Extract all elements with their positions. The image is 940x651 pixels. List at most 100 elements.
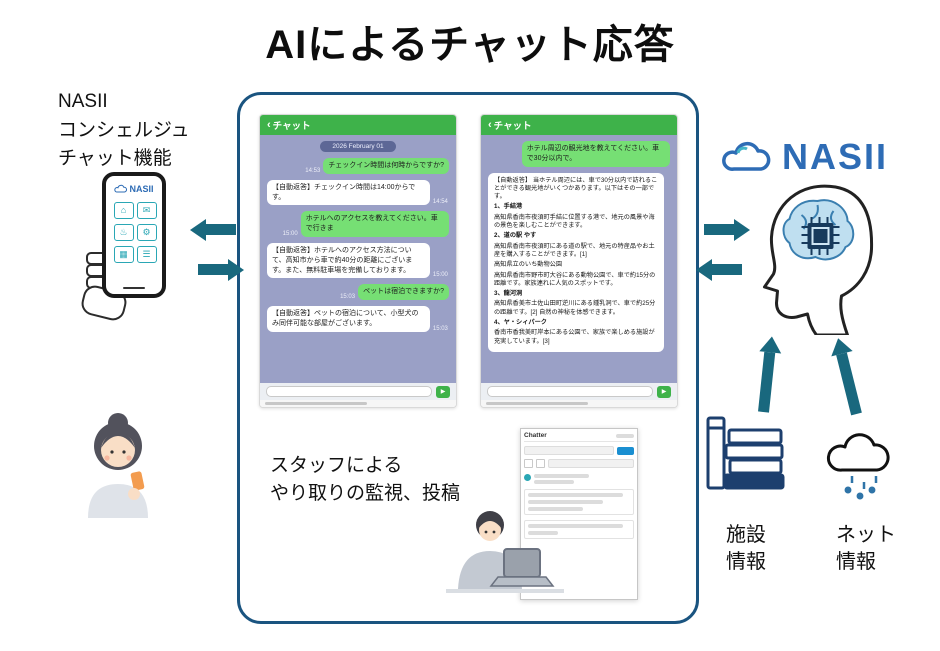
admin-text-placeholder xyxy=(528,531,558,535)
page-title: AIによるチャット応答 xyxy=(265,23,675,67)
message-time: 14:54 xyxy=(432,199,448,206)
rain-cloud-icon xyxy=(827,433,890,500)
left-feature-label-line: チャット機能 xyxy=(58,148,172,169)
chat-body: 2026 February 01 14:53 チェックイン時間は何時からですか?… xyxy=(260,135,456,383)
admin-text-placeholder xyxy=(528,507,583,511)
horizontal-scrollbar xyxy=(260,400,456,407)
horizontal-scrollbar xyxy=(481,400,677,407)
chat-title: チャット xyxy=(493,121,532,132)
message-time: 15:03 xyxy=(432,325,448,332)
app-icon: ⌂ xyxy=(113,202,134,219)
left-feature-label: NASII コンシェルジュ チャット機能 xyxy=(58,88,190,174)
chat-header: ‹ チャット xyxy=(481,115,677,135)
woman-illustration xyxy=(88,413,148,518)
app-icon: ▦ xyxy=(113,246,134,263)
user-message-bubble: ペットは宿泊できますか? xyxy=(358,284,449,301)
facility-info-line: 施設 xyxy=(726,524,766,546)
app-icon: ♨ xyxy=(113,224,134,241)
admin-filter-field xyxy=(548,459,634,468)
message-input xyxy=(266,386,432,397)
admin-text-placeholder xyxy=(528,524,623,528)
arrow-phone-to-box-icon xyxy=(198,264,228,275)
arrow-ai-to-box-icon xyxy=(712,264,742,275)
chat-header: ‹ チャット xyxy=(260,115,456,135)
staff-note: スタッフによる やり取りの監視、投稿 xyxy=(270,452,460,507)
app-icon: ⚙ xyxy=(136,224,157,241)
reply-line: 香南市香我美町岸本にある公園で、家族で楽しめる施設が充実しています。[3] xyxy=(494,329,655,345)
staff-note-line: やり取りの監視、投稿 xyxy=(270,482,461,504)
chat-screenshot-1: ‹ チャット 2026 February 01 14:53 チェックイン時間は何… xyxy=(259,114,457,408)
chat-screenshot-2: ‹ チャット ホテル周辺の観光地を教えてください。車で30分以内で。 【自動返答… xyxy=(480,114,678,408)
admin-icon-button xyxy=(536,459,545,468)
chat-input-bar: ▶ xyxy=(481,383,677,400)
ai-head-illustration xyxy=(763,184,874,335)
arrow-box-to-phone-icon xyxy=(206,224,236,235)
arrow-box-to-ai-icon xyxy=(704,224,734,235)
message-row: 15:03 ペットは宿泊できますか? xyxy=(267,284,449,301)
message-row: 【自動返答】チェックイン時間は14:00からです。 14:54 xyxy=(267,179,449,206)
send-button: ▶ xyxy=(436,385,450,398)
phone-illustration: NASII ⌂ ✉ ♨ ⚙ ▦ ☰ xyxy=(79,172,190,324)
message-row: ホテル周辺の観光地を教えてください。車で30分以内で。 xyxy=(488,141,670,167)
app-icon: ✉ xyxy=(136,202,157,219)
chat-system-box xyxy=(237,92,699,624)
reply-heading: 2、道の駅 やす xyxy=(494,232,537,240)
arrow-facility-to-ai-icon xyxy=(758,351,776,413)
phone-frame: NASII ⌂ ✉ ♨ ⚙ ▦ ☰ xyxy=(102,172,166,298)
facility-info-label: 施設 情報 xyxy=(726,522,766,576)
bot-message-bubble: 【自動返答】チェックイン時間は14:00からです。 xyxy=(267,179,430,206)
admin-primary-button xyxy=(617,446,634,455)
reply-line: 【自動返答】 当ホテル周辺には、車で30分以内で訪れることができる観光地がいくつ… xyxy=(494,176,658,201)
nasii-logo: NASII xyxy=(720,136,888,178)
chat-body: ホテル周辺の観光地を教えてください。車で30分以内で。 【自動返答】 当ホテル周… xyxy=(481,135,677,383)
message-time: 14:53 xyxy=(305,167,321,174)
admin-header-placeholder xyxy=(616,433,634,438)
app-icon: ☰ xyxy=(136,246,157,263)
admin-text-placeholder xyxy=(528,493,623,497)
reply-heading: 4、ヤ・シィパーク xyxy=(494,319,547,327)
reply-heading: 1、手結港 xyxy=(494,203,523,211)
admin-icon-button xyxy=(524,459,533,468)
internet-info-line: 情報 xyxy=(836,551,876,573)
admin-toolbar-row xyxy=(524,446,634,455)
admin-text-placeholder xyxy=(528,500,603,504)
date-badge: 2026 February 01 xyxy=(320,141,396,152)
app-icon-grid: ⌂ ✉ ♨ ⚙ ▦ ☰ xyxy=(113,202,157,263)
admin-header: Chatter xyxy=(524,432,634,442)
admin-filter-row xyxy=(524,459,634,468)
message-row: 【自動返答】ペットの宿泊について、小型犬のみ同伴可能な部屋がございます。 15:… xyxy=(267,306,449,332)
message-row: 14:53 チェックイン時間は何時からですか? xyxy=(267,158,449,174)
message-time: 15:03 xyxy=(340,294,356,301)
home-indicator xyxy=(123,287,145,289)
back-chevron-icon: ‹ xyxy=(488,119,492,131)
admin-message-box xyxy=(524,520,634,539)
user-message-bubble: チェックイン時間は何時からですか? xyxy=(323,158,449,174)
nasii-cloud-icon xyxy=(722,141,771,171)
chat-input-bar: ▶ xyxy=(260,383,456,400)
send-icon: ▶ xyxy=(661,389,667,395)
admin-search-field xyxy=(524,446,614,455)
admin-text-placeholder xyxy=(534,474,589,478)
send-button: ▶ xyxy=(657,385,671,398)
admin-text-placeholder xyxy=(534,480,574,484)
staff-note-line: スタッフによる xyxy=(270,455,403,476)
reply-heading: 3、龍河洞 xyxy=(494,290,523,298)
user-message-bubble: ホテル周辺の観光地を教えてください。車で30分以内で。 xyxy=(521,141,670,167)
staff-person-illustration xyxy=(446,511,564,593)
reply-line: 高知県香南市野市町大谷にある動物公園で、車で約15分の距離です。家族連れに人気の… xyxy=(494,271,656,287)
books-icon xyxy=(706,416,785,490)
message-input xyxy=(487,386,653,397)
reply-line: 高知県香南市夜須町にある道の駅で、地元の特産品やお土産を購入することができます。… xyxy=(494,242,655,258)
send-icon: ▶ xyxy=(440,389,446,395)
admin-message-box xyxy=(524,489,634,515)
bot-message-bubble: 【自動返答】 当ホテル周辺には、車で30分以内で訪れることができる観光地がいくつ… xyxy=(488,172,664,352)
reply-line: 高知県香美市土佐山田町逆川にある鍾乳洞で、車で約25分の距離です。[2] 自然の… xyxy=(494,300,656,316)
internet-info-label: ネット 情報 xyxy=(836,522,896,576)
left-feature-label-line: NASII xyxy=(58,91,108,112)
admin-avatar xyxy=(524,474,531,481)
message-time: 15:00 xyxy=(282,230,298,237)
chip-icon xyxy=(801,217,840,255)
left-feature-label-line: コンシェルジュ xyxy=(58,119,190,141)
chat-title: チャット xyxy=(272,121,311,132)
